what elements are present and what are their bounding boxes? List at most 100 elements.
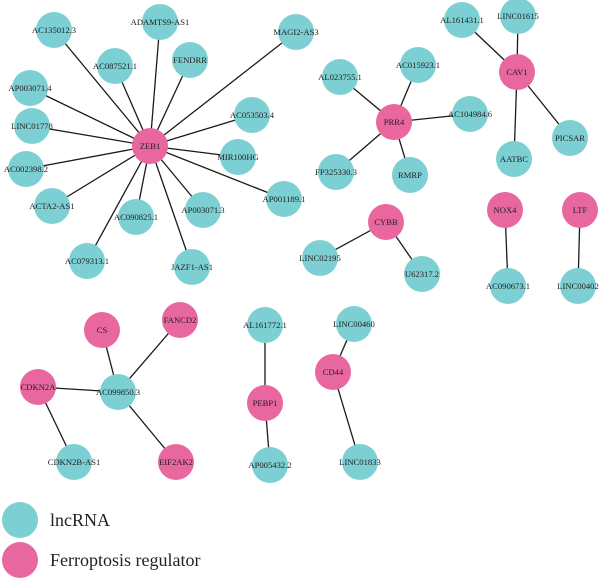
node-label-ac079313-1: AC079313.1 [65,256,109,266]
node-u62317-2: U62317.2 [404,256,440,292]
node-label-cav1: CAV1 [506,67,527,77]
node-cybb: CYBB [368,204,404,240]
node-label-cdkn2a: CDKN2A [21,382,57,392]
node-linc01833: LINC01833 [339,444,381,480]
node-linc02195: LINC02195 [299,240,341,276]
node-circle-ac087521-1 [97,48,133,84]
node-label-al161431-1: AL161431.1 [440,15,484,25]
node-aatbc: AATBC [496,141,532,177]
node-circle-linc00402 [560,268,596,304]
node-circle-linc02195 [302,240,338,276]
node-label-linc01778: LINC01778 [11,121,53,131]
node-fp325330-3: FP325330.3 [315,154,357,190]
node-linc00460: LINC00460 [333,306,375,342]
node-label-ac087521-1: AC087521.1 [93,61,137,71]
node-ac079313-1: AC079313.1 [65,243,109,279]
node-circle-al023755-1 [322,59,358,95]
node-ap003071-4: AP003071.4 [8,70,52,106]
node-picsar: PICSAR [552,120,588,156]
node-rmrp: RMRP [392,157,428,193]
node-label-cybb: CYBB [374,217,398,227]
node-label-al161772-1: AL161772.1 [243,320,287,330]
node-circle-al161772-1 [247,307,283,343]
node-label-ac090825-1: AC090825.1 [114,212,158,222]
edge-zeb1-acta2-as1 [51,145,151,207]
node-label-rmrp: RMRP [398,170,422,180]
legend-item-lncrna: lncRNA [0,500,300,540]
node-circle-pebp1 [247,385,283,421]
node-circle-mir100hg [220,139,256,175]
node-label-al023755-1: AL023755.1 [318,72,362,82]
node-circle-ac015923-1 [400,47,436,83]
node-circle-ac053503-4 [234,97,270,133]
node-circle-cdkn2b-as1 [56,444,92,480]
node-label-aatbc: AATBC [500,154,528,164]
edge-zeb1-magi2-as3 [149,31,297,147]
ferroptosis-swatch [2,542,38,578]
node-zeb1: ZEB1 [132,128,168,164]
legend-item-ferroptosis: Ferroptosis regulator [0,540,300,580]
node-cav1: CAV1 [499,54,535,90]
node-label-acta2-as1: ACTA2-AS1 [29,201,74,211]
node-label-fancd2: FANCD2 [164,315,197,325]
node-label-ac053503-4: AC053503.4 [230,110,275,120]
node-circle-eif2ak2 [158,444,194,480]
node-label-linc01833: LINC01833 [339,457,381,467]
node-label-ac090673-1: AC090673.1 [486,281,530,291]
network-diagram: ZEB1 AC135012.3 ADAMTS9-AS1MAGI2-AS3AC0875… [4,0,599,483]
node-ac104984-6: AC104984.6 [448,96,493,132]
node-label-cd44: CD44 [323,367,344,377]
node-label-nox4: NOX4 [494,205,518,215]
node-circle-cd44 [315,354,351,390]
node-label-picsar: PICSAR [555,133,585,143]
node-label-fendrr: FENDRR [173,55,207,65]
lncrna-swatch [2,502,38,538]
node-label-linc01615: LINC01615 [497,11,539,21]
node-cdkn2b-as1: CDKN2B-AS1 [48,444,101,480]
node-circle-ap003071-3 [185,192,221,228]
node-circle-jazf1-as1 [174,249,210,285]
node-ac090825-1: AC090825.1 [114,199,158,235]
node-acta2-as1: ACTA2-AS1 [29,188,75,224]
edge-zeb1-ap001189-1 [149,145,285,200]
node-circle-ac079313-1 [69,243,105,279]
edge-zeb1-adamts9-as1 [149,21,161,147]
node-adamts9-as1: ADAMTS9-AS1 [131,4,189,40]
node-al161431-1: AL161431.1 [440,2,484,38]
node-circle-magi2-as3 [278,14,314,50]
node-label-u62317-2: U62317.2 [405,269,439,279]
node-cd44: CD44 [315,354,351,390]
node-circle-cybb [368,204,404,240]
node-label-cdkn2b-as1: CDKN2B-AS1 [48,457,101,467]
node-ac015923-1: AC015923.1 [396,47,440,83]
node-label-ltf: LTF [573,205,588,215]
node-circle-linc00460 [336,306,372,342]
node-ac099850-3: AC099850.3 [96,374,140,410]
node-label-ap003071-3: AP003071.3 [181,205,224,215]
node-label-mir100hg: MIR100HG [217,152,259,162]
node-circle-ap003071-4 [12,70,48,106]
node-cdkn2a: CDKN2A [20,369,56,405]
edge-zeb1-ac135012-3 [53,29,151,147]
node-mir100hg: MIR100HG [217,139,259,175]
node-linc01778: LINC01778 [11,108,53,144]
node-label-ap001189-1: AP001189.1 [263,194,306,204]
node-ac002398-2: AC002398.2 [4,151,48,187]
node-al161772-1: AL161772.1 [243,307,287,343]
node-linc00402: LINC00402 [557,268,599,304]
node-circle-fp325330-3 [318,154,354,190]
node-circle-ap005432-2 [252,447,288,483]
node-label-ap003071-4: AP003071.4 [8,83,52,93]
node-circle-adamts9-as1 [142,4,178,40]
node-ac135012-3: AC135012.3 [32,12,76,48]
node-pebp1: PEBP1 [247,385,283,421]
edge-zeb1-ap003071-4 [29,87,151,147]
node-circle-acta2-as1 [34,188,70,224]
node-label-ac015923-1: AC015923.1 [396,60,440,70]
node-circle-ac090825-1 [118,199,154,235]
edge-zeb1-linc01778 [31,125,151,147]
node-circle-ac099850-3 [100,374,136,410]
node-label-magi2-as3: MAGI2-AS3 [273,27,318,37]
node-circle-ap001189-1 [266,181,302,217]
node-circle-ac104984-6 [452,96,488,132]
